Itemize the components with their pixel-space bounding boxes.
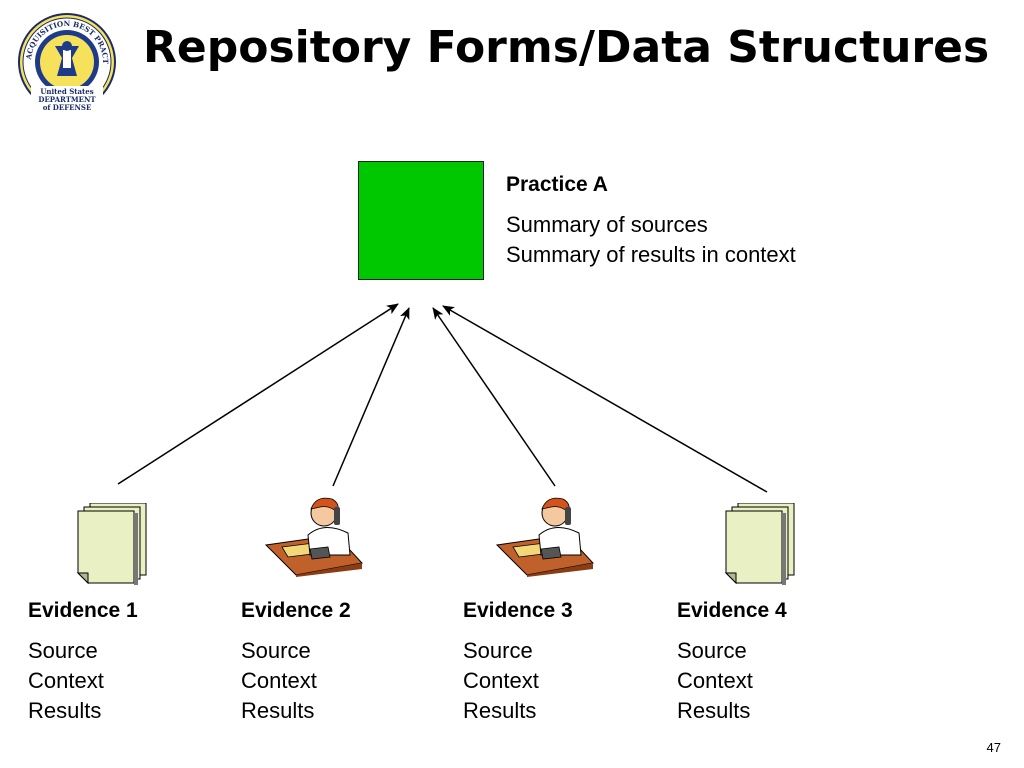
arrow-evidence-3 xyxy=(432,307,556,487)
evidence-label: Evidence 4 xyxy=(677,599,787,622)
evidence-context: Context xyxy=(28,668,104,693)
practice-text: Practice A Summary of sources Summary of… xyxy=(506,170,796,270)
arrow-evidence-2 xyxy=(332,307,410,487)
evidence-source: Source xyxy=(677,638,747,663)
evidence-source: Source xyxy=(28,638,98,663)
evidence-label: Evidence 1 xyxy=(28,599,138,622)
document-stack-icon xyxy=(74,502,159,590)
logo-line2: DEPARTMENT xyxy=(38,95,96,104)
logo-line3: of DEFENSE xyxy=(43,103,92,112)
practice-label: Practice A xyxy=(506,173,608,196)
evidence-context: Context xyxy=(463,668,539,693)
practice-summary-sources: Summary of sources xyxy=(506,212,708,237)
page-number: 47 xyxy=(986,740,1001,755)
person-on-phone-icon xyxy=(495,493,595,582)
slide-title: Repository Forms/Data Structures xyxy=(143,22,990,73)
practice-summary-results: Summary of results in context xyxy=(506,242,796,267)
practice-box xyxy=(358,161,484,280)
dod-seal-logo: ACQUISITION BEST PRACTICES CLEARINGHOUSE… xyxy=(13,0,117,118)
evidence-context: Context xyxy=(241,668,317,693)
evidence-source: Source xyxy=(241,638,311,663)
logo-line1: United States xyxy=(40,87,93,96)
evidence-results: Results xyxy=(463,698,537,723)
arrow-evidence-4 xyxy=(442,305,768,493)
evidence-4: Evidence 4 Source Context Results xyxy=(677,596,787,726)
arrow-evidence-1 xyxy=(117,303,399,485)
evidence-context: Context xyxy=(677,668,753,693)
person-on-phone-icon xyxy=(264,493,364,582)
evidence-label: Evidence 2 xyxy=(241,599,351,622)
evidence-results: Results xyxy=(28,698,102,723)
evidence-results: Results xyxy=(677,698,751,723)
evidence-label: Evidence 3 xyxy=(463,599,573,622)
evidence-results: Results xyxy=(241,698,315,723)
evidence-2: Evidence 2 Source Context Results xyxy=(241,596,351,726)
evidence-source: Source xyxy=(463,638,533,663)
evidence-1: Evidence 1 Source Context Results xyxy=(28,596,138,726)
document-stack-icon xyxy=(722,502,807,590)
evidence-3: Evidence 3 Source Context Results xyxy=(463,596,573,726)
